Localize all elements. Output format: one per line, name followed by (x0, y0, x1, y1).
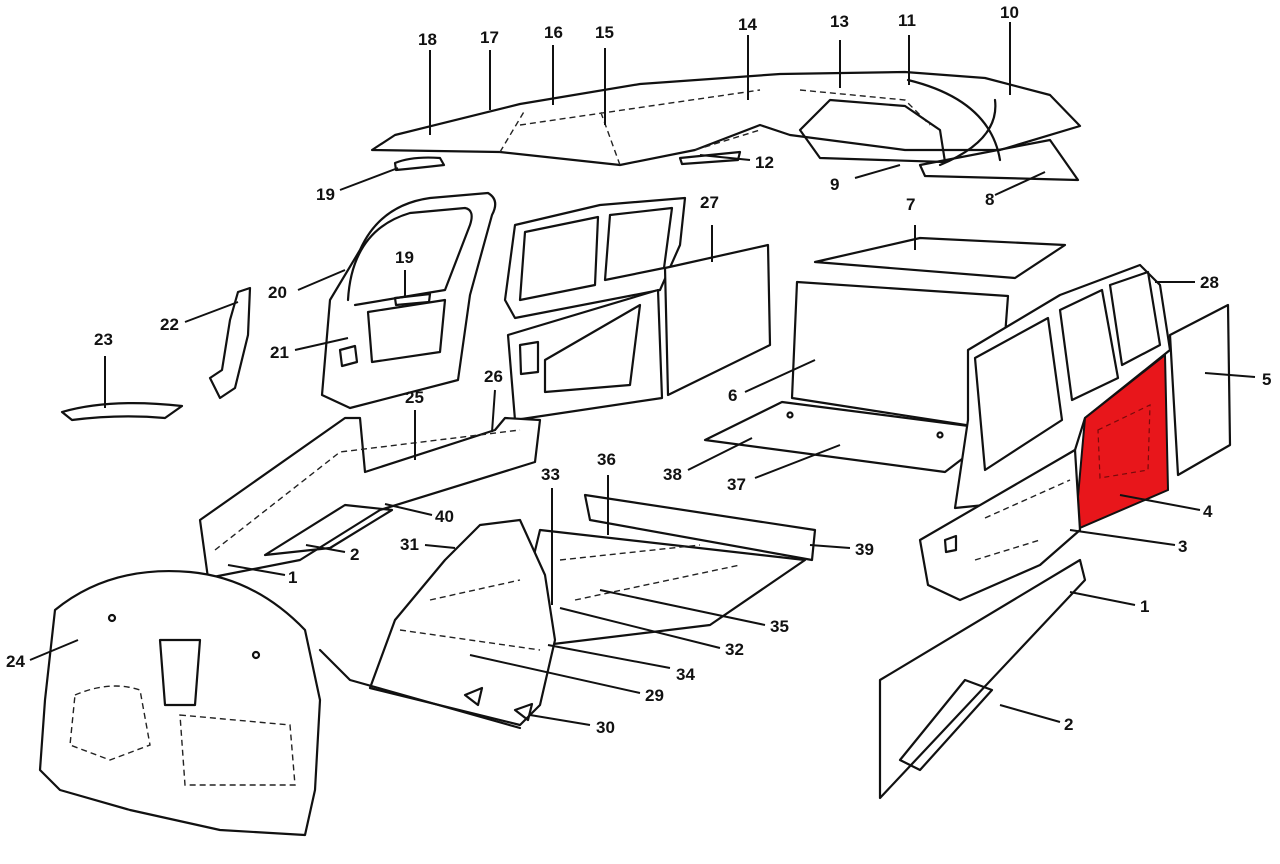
callout-12: 12 (755, 153, 774, 172)
callout-9: 9 (830, 175, 839, 194)
lower-right-sidewall-1 (878, 558, 1087, 800)
callout-38: 38 (663, 465, 682, 484)
left-window-frame (503, 196, 772, 422)
callout-27: 27 (700, 193, 719, 212)
callout-34: 34 (676, 665, 695, 684)
callout-19-handle: 19 (316, 185, 335, 204)
callout-33: 33 (541, 465, 560, 484)
firewall-panel-24 (38, 569, 322, 837)
callout-40: 40 (435, 507, 454, 526)
callout-39: 39 (855, 540, 874, 559)
callout-3: 3 (1178, 537, 1187, 556)
callout-29: 29 (645, 686, 664, 705)
callout-7: 7 (906, 195, 915, 214)
callout-22: 22 (160, 315, 179, 334)
callout-35: 35 (770, 617, 789, 636)
callout-2-left: 2 (350, 545, 359, 564)
callout-30: 30 (596, 718, 615, 737)
callout-16: 16 (544, 23, 563, 42)
left-door-panel (320, 191, 497, 410)
callout-15: 15 (595, 23, 614, 42)
callout-10: 10 (1000, 3, 1019, 22)
callout-1-left: 1 (288, 568, 297, 587)
callout-28: 28 (1200, 273, 1219, 292)
callout-32: 32 (725, 640, 744, 659)
callout-labels: 18 17 16 15 14 13 11 10 12 9 8 19 27 7 2… (6, 3, 1271, 737)
callout-14: 14 (738, 15, 757, 34)
left-sidewall-panel (198, 416, 542, 580)
callout-36: 36 (597, 450, 616, 469)
callout-37: 37 (727, 475, 746, 494)
callout-1-right: 1 (1140, 597, 1149, 616)
rear-baggage-panels (703, 236, 1067, 474)
callout-5: 5 (1262, 370, 1271, 389)
callout-21: 21 (270, 343, 289, 362)
callout-25: 25 (405, 388, 424, 407)
callout-11: 11 (898, 11, 916, 30)
callout-6: 6 (728, 386, 737, 405)
callout-24: 24 (6, 652, 25, 671)
right-sidewall-panel-3 (918, 448, 1082, 602)
callout-26: 26 (484, 367, 503, 386)
grab-handle-19 (393, 156, 446, 172)
callout-20: 20 (268, 283, 287, 302)
callout-19-door: 19 (395, 248, 414, 267)
floor-panel (318, 493, 817, 730)
callout-8: 8 (985, 190, 994, 209)
callout-31: 31 (400, 535, 419, 554)
right-quarter-panel-5 (1168, 303, 1232, 477)
leader-lines (29, 22, 1256, 726)
callout-17: 17 (480, 28, 499, 47)
callout-18: 18 (418, 30, 437, 49)
callout-2-right: 2 (1064, 715, 1073, 734)
callout-4: 4 (1203, 502, 1213, 521)
dome-panel-23 (60, 402, 184, 422)
headliner-assembly (370, 70, 1082, 182)
callout-23: 23 (94, 330, 113, 349)
callout-13: 13 (830, 12, 849, 31)
trim-strip-22 (208, 286, 252, 400)
